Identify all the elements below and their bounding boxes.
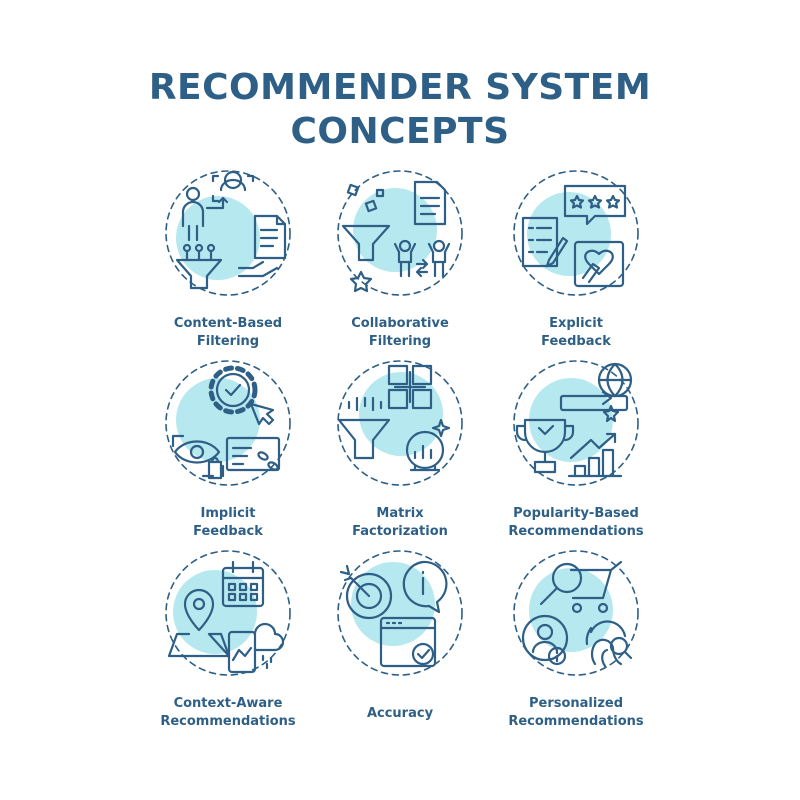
concept-content-based-filtering: Content-Based Filtering <box>128 168 328 358</box>
collaborative-filtering-icon <box>337 170 463 296</box>
concept-label: Popularity-Based Recommendations <box>508 506 644 539</box>
concept-collaborative-filtering: Collaborative Filtering <box>300 168 500 358</box>
concept-label: Personalized Recommendations <box>508 696 644 729</box>
concept-personalized: Personalized Recommendations <box>476 548 676 738</box>
concept-implicit-feedback: Implicit Feedback <box>128 358 328 548</box>
title-line-1: RECOMMENDER SYSTEM <box>148 67 652 108</box>
concept-matrix-factorization: Matrix Factorization <box>300 358 500 548</box>
page-title: RECOMMENDER SYSTEM CONCEPTS <box>0 66 800 154</box>
concept-label: Explicit Feedback <box>541 316 611 349</box>
concept-label: Matrix Factorization <box>352 506 448 539</box>
concept-popularity-based: Popularity-Based Recommendations <box>476 358 676 548</box>
personalized-icon <box>513 550 639 676</box>
matrix-factorization-icon <box>337 360 463 486</box>
implicit-feedback-icon <box>165 360 291 486</box>
concept-label: Context-Aware Recommendations <box>160 696 296 729</box>
concept-label: Implicit Feedback <box>193 506 263 539</box>
concept-label: Accuracy <box>366 706 434 721</box>
content-based-filtering-icon <box>165 170 291 296</box>
concept-context-aware: Context-Aware Recommendations <box>128 548 328 738</box>
concept-label: Content-Based Filtering <box>173 316 283 349</box>
concept-label: Collaborative Filtering <box>351 316 449 349</box>
accuracy-icon <box>337 550 463 676</box>
concept-explicit-feedback: Explicit Feedback <box>476 168 676 358</box>
title-line-2: CONCEPTS <box>290 111 510 152</box>
context-aware-icon <box>165 550 291 676</box>
explicit-feedback-icon <box>513 170 639 296</box>
popularity-based-icon <box>513 360 639 486</box>
concept-accuracy: Accuracy <box>300 548 500 738</box>
